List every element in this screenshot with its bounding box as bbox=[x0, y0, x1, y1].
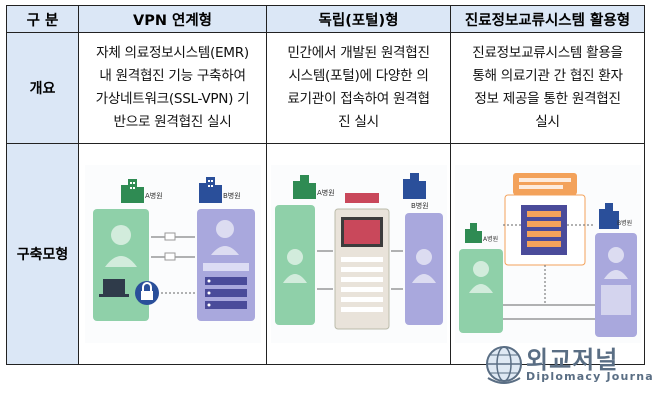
header-portal-type: 독립(포털)형 bbox=[266, 5, 451, 33]
hospital-b-label: B병원 bbox=[411, 201, 429, 210]
row-label-overview: 개요 bbox=[6, 32, 79, 144]
portal-diagram: A병원 B병원 bbox=[270, 165, 447, 343]
globe-icon bbox=[486, 346, 522, 384]
exchange-system-box bbox=[512, 173, 577, 195]
header-exchange-type: 진료정보교류시스템 활용형 bbox=[450, 5, 645, 33]
laptop-icon bbox=[102, 279, 125, 294]
overview-exchange-line: 정보 제공을 통한 원격협진 bbox=[474, 91, 621, 107]
exchange-diagram-cell: A병원 B병원 bbox=[450, 143, 645, 365]
overview-vpn: 자체 의료정보시스템(EMR) 내 원격협진 기능 구축하여 가상네트워크(SS… bbox=[78, 32, 267, 144]
header-row: 구 분 VPN 연계형 독립(포털)형 진료정보교류시스템 활용형 bbox=[6, 5, 645, 33]
overview-portal-line: 시스템(포털)에 다양한 의 bbox=[288, 68, 429, 84]
hospital-b-icon bbox=[598, 203, 619, 229]
vpn-diagram: A병원 B병원 bbox=[84, 165, 261, 343]
overview-vpn-line: 내 원격협진 기능 구축하여 bbox=[99, 68, 246, 84]
hospital-b-icon bbox=[198, 177, 222, 203]
model-row: 구축모형 A병원 bbox=[6, 143, 645, 365]
overview-exchange-line: 통해 의료기관 간 협진 환자 bbox=[472, 68, 623, 84]
vpn-diagram-cell: A병원 B병원 bbox=[78, 143, 267, 365]
watermark-logo: 외교저널 Diplomacy Journal bbox=[484, 340, 653, 392]
overview-portal: 민간에서 개발된 원격협진 시스템(포털)에 다양한 의 료기관이 접속하여 원… bbox=[266, 32, 451, 144]
overview-exchange-line: 진료정보교류시스템 활용을 bbox=[472, 45, 623, 61]
overview-portal-line: 민간에서 개발된 원격협진 bbox=[287, 45, 430, 61]
overview-portal-line: 진 실시 bbox=[338, 114, 379, 130]
server-title-bar bbox=[344, 193, 379, 203]
hospital-a-icon bbox=[120, 179, 144, 203]
comparison-table: 구 분 VPN 연계형 독립(포털)형 진료정보교류시스템 활용형 개요 자체 … bbox=[6, 5, 645, 365]
hospital-a-label: A병원 bbox=[145, 191, 163, 200]
overview-vpn-line: 자체 의료정보시스템(EMR) bbox=[96, 45, 249, 61]
hospital-b-panel bbox=[404, 213, 443, 325]
overview-exchange-line: 실시 bbox=[535, 114, 560, 130]
overview-vpn-line: 반으로 원격협진 실시 bbox=[113, 114, 232, 130]
hospital-b-label: B병원 bbox=[223, 191, 241, 200]
header-vpn-type: VPN 연계형 bbox=[78, 5, 267, 33]
overview-row: 개요 자체 의료정보시스템(EMR) 내 원격협진 기능 구축하여 가상네트워크… bbox=[6, 32, 645, 144]
hospital-b-icon bbox=[402, 173, 426, 199]
hospital-a-label: A병원 bbox=[483, 235, 498, 243]
exchange-diagram: A병원 B병원 bbox=[454, 165, 641, 343]
overview-vpn-line: 가상네트워크(SSL-VPN) 기 bbox=[95, 91, 250, 107]
hospital-a-icon bbox=[292, 175, 316, 199]
hospital-a-icon bbox=[464, 223, 482, 243]
overview-exchange: 진료정보교류시스템 활용을 통해 의료기관 간 협진 환자 정보 제공을 통한 … bbox=[450, 32, 645, 144]
row-label-model: 구축모형 bbox=[6, 143, 79, 365]
hospital-a-label: A병원 bbox=[317, 188, 335, 197]
watermark-subtitle: Diplomacy Journal bbox=[526, 370, 653, 383]
hospital-b-label: B병원 bbox=[617, 219, 632, 227]
watermark-title: 외교저널 bbox=[526, 346, 619, 374]
header-category: 구 분 bbox=[6, 5, 79, 33]
portal-diagram-cell: A병원 B병원 bbox=[266, 143, 451, 365]
overview-portal-line: 료기관이 접속하여 원격협 bbox=[287, 91, 430, 107]
